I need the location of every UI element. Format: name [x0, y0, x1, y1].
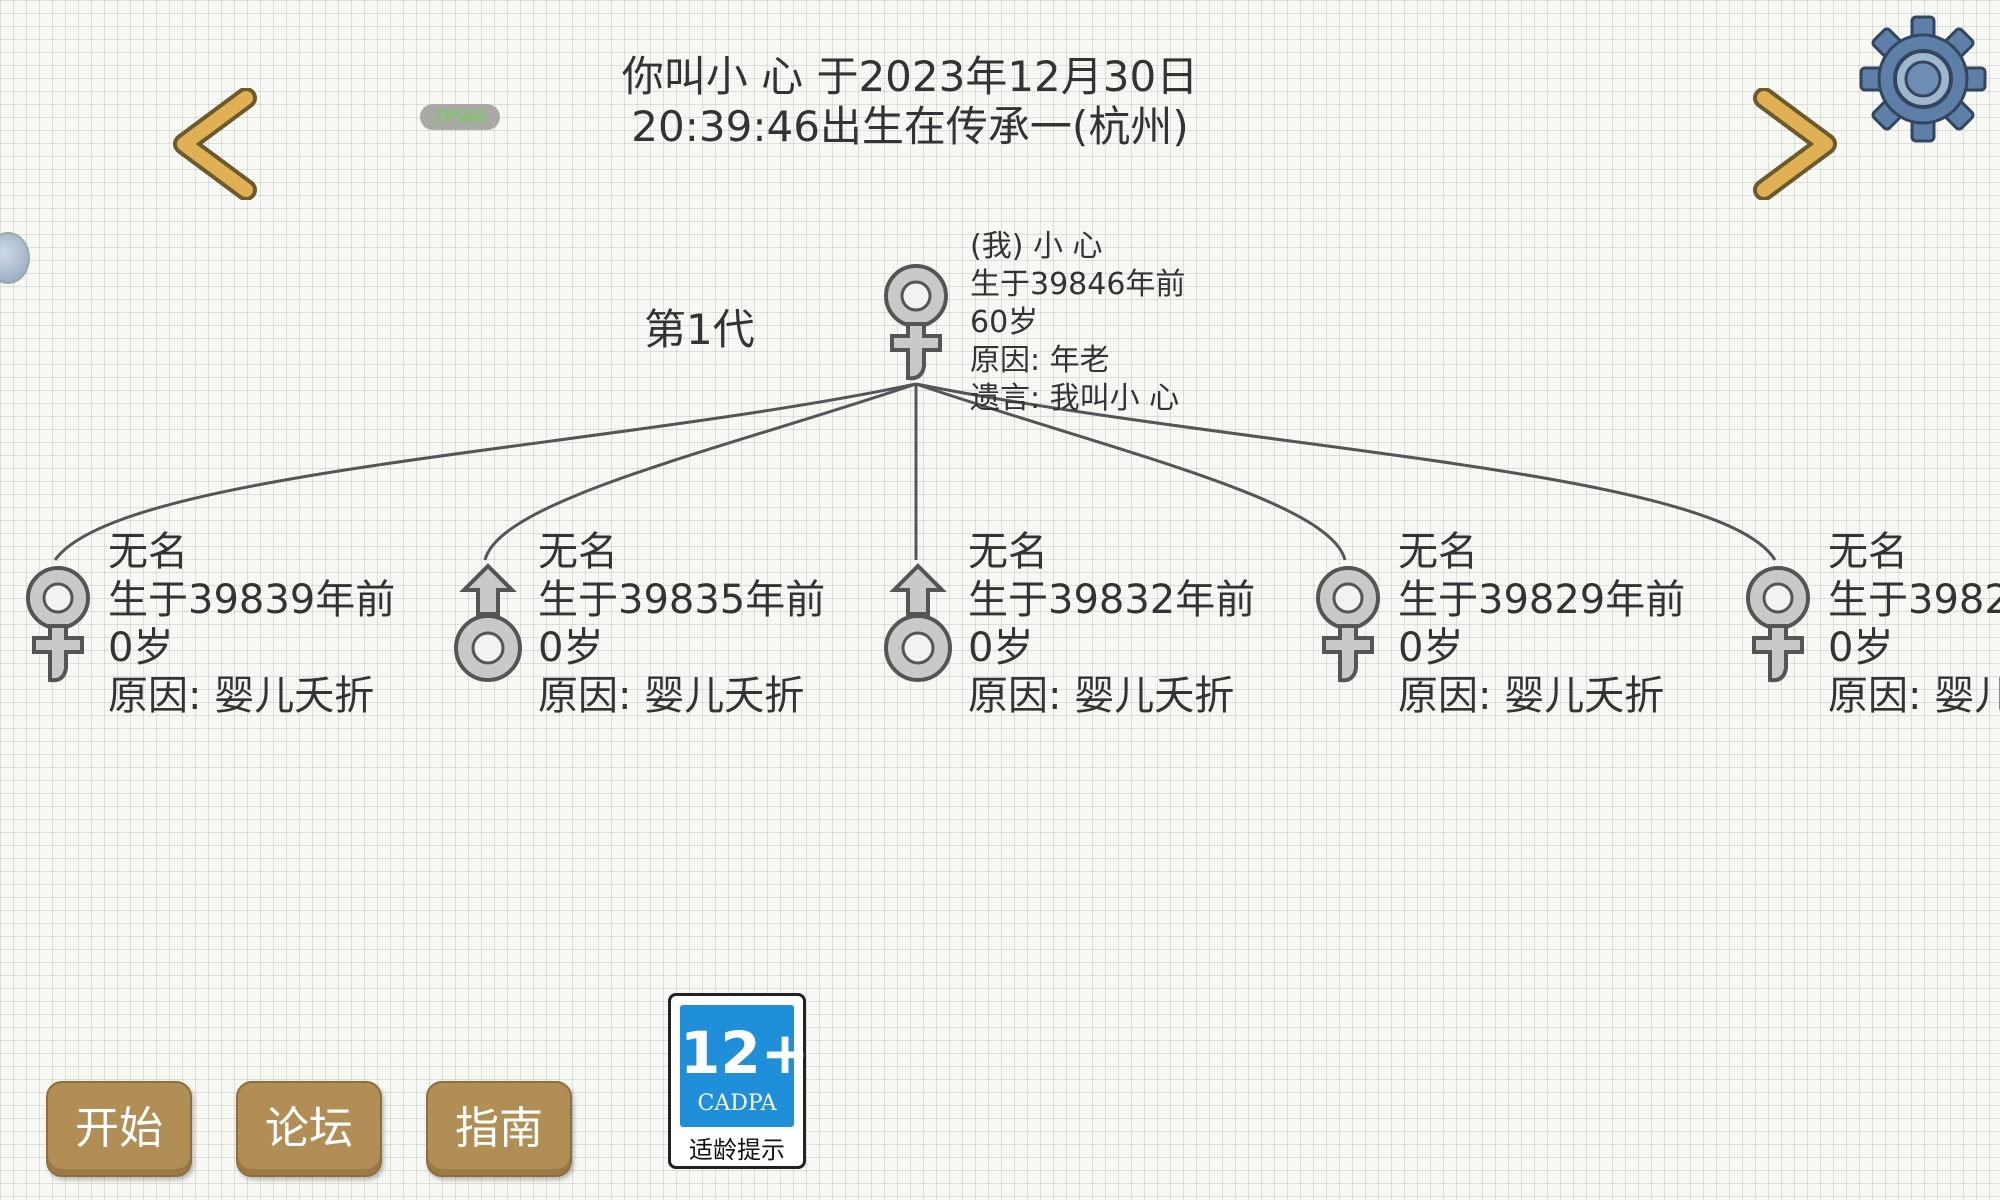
forum-button[interactable]: 论坛 — [236, 1081, 382, 1177]
child-cause: 原因: 婴儿夭折 — [968, 673, 1235, 719]
child-name: 无名 — [1398, 529, 1478, 575]
header-title-line2: 20:39:46出生在传承一(杭州) — [631, 102, 1189, 151]
child-born: 生于39832年前 — [968, 577, 1256, 623]
next-button[interactable] — [1742, 88, 1842, 200]
child-age: 0岁 — [108, 625, 174, 671]
self-name: (我) 小 心 — [970, 229, 1103, 264]
child-node-4[interactable] — [1310, 564, 1386, 692]
female-symbol-icon — [1746, 566, 1810, 683]
self-last-words: 遗言: 我叫小 心 — [970, 381, 1180, 416]
connector-child-4 — [915, 382, 1347, 561]
child-cause: 原因: 婴儿夭折 — [108, 673, 375, 719]
header-title-line1: 你叫小 心 于2023年12月30日 — [621, 52, 1199, 101]
self-age: 60岁 — [970, 305, 1039, 340]
age-rating-value: 12+ — [680, 1019, 810, 1087]
self-info: (我) 小 心 生于39846年前 60岁 原因: 年老 遗言: 我叫小 心 — [970, 228, 1185, 418]
child-info-2: 无名 生于39835年前 0岁 原因: 婴儿夭折 — [538, 528, 825, 720]
header-title: 你叫小 心 于2023年12月30日 20:39:46出生在传承一(杭州) — [560, 52, 1260, 152]
age-rating-panel: 12+ CADPA — [680, 1005, 810, 1127]
self-node[interactable] — [878, 262, 954, 390]
connector-child-1 — [53, 382, 917, 561]
child-name: 无名 — [968, 529, 1048, 575]
child-cause: 原因: 婴儿夭折 — [1398, 673, 1665, 719]
male-symbol-icon — [454, 563, 522, 682]
generation-label: 第1代 — [644, 305, 755, 354]
child-age: 0岁 — [968, 625, 1034, 671]
child-node-2[interactable] — [450, 562, 526, 690]
male-symbol-icon — [884, 563, 952, 682]
child-born: 生于39829年前 — [1398, 577, 1686, 623]
female-symbol-icon — [884, 264, 948, 381]
child-born: 生于39835年前 — [538, 577, 826, 623]
child-age: 0岁 — [538, 625, 604, 671]
self-born: 生于39846年前 — [970, 267, 1186, 302]
child-node-5[interactable] — [1740, 564, 1816, 692]
age-rating-note: 适龄提示 — [689, 1136, 785, 1164]
child-info-5: 无名 生于3982 0岁 原因: 婴儿 — [1828, 528, 2000, 720]
connector-child-5 — [915, 382, 1777, 561]
child-name: 无名 — [1828, 529, 1908, 575]
female-symbol-icon — [1316, 566, 1380, 683]
prev-button[interactable] — [168, 88, 268, 200]
age-rating-org: CADPA — [697, 1091, 777, 1116]
child-info-3: 无名 生于39832年前 0岁 原因: 婴儿夭折 — [968, 528, 1255, 720]
child-info-1: 无名 生于39839年前 0岁 原因: 婴儿夭折 — [108, 528, 395, 720]
start-button[interactable]: 开始 — [46, 1081, 192, 1177]
child-name: 无名 — [538, 529, 618, 575]
female-symbol-icon — [26, 566, 90, 683]
child-name: 无名 — [108, 529, 188, 575]
self-cause: 原因: 年老 — [970, 343, 1110, 378]
child-info-4: 无名 生于39829年前 0岁 原因: 婴儿夭折 — [1398, 528, 1685, 720]
child-born: 生于39839年前 — [108, 577, 396, 623]
connector-child-2 — [483, 382, 917, 561]
guide-button[interactable]: 指南 — [426, 1081, 572, 1177]
age-rating-badge[interactable]: 12+ CADPA 适龄提示 — [668, 993, 810, 1169]
chevron-right-icon — [1753, 88, 1837, 200]
child-cause: 原因: 婴儿 — [1828, 673, 2000, 719]
gear-icon — [1859, 15, 1987, 143]
child-born: 生于3982 — [1828, 577, 2000, 623]
child-cause: 原因: 婴儿夭折 — [538, 673, 805, 719]
child-node-1[interactable] — [20, 564, 96, 692]
chevron-left-icon — [173, 88, 257, 200]
child-age: 0岁 — [1828, 625, 1894, 671]
fps-badge: FPS60 — [420, 104, 500, 130]
child-node-3[interactable] — [880, 562, 956, 690]
settings-button[interactable] — [1856, 12, 1990, 146]
child-age: 0岁 — [1398, 625, 1464, 671]
